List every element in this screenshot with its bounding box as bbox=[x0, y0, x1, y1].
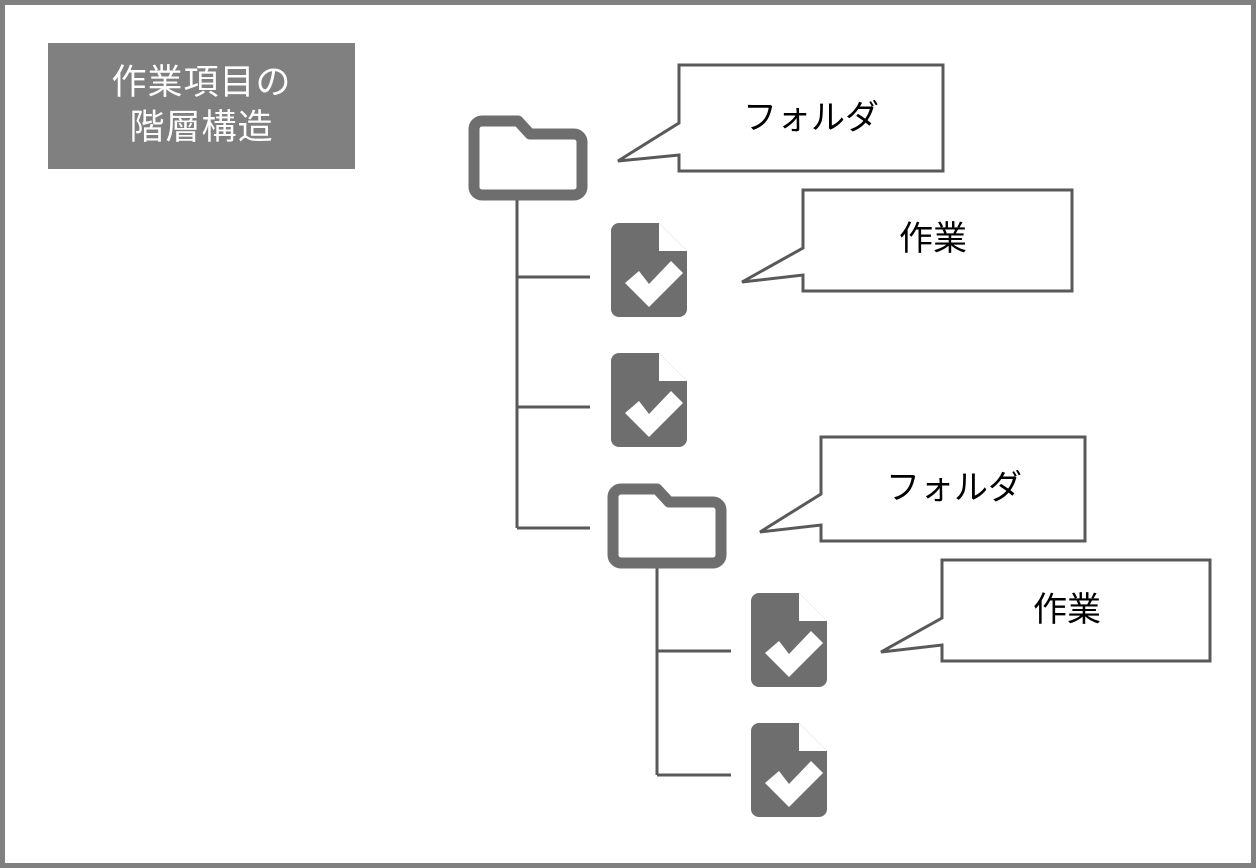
connector-group-level-2 bbox=[655, 564, 731, 777]
title-line-1: 作業項目の bbox=[111, 63, 292, 103]
folder-icon[interactable] bbox=[468, 115, 588, 201]
task-icon[interactable] bbox=[751, 723, 827, 817]
title-line-2: 階層構造 bbox=[129, 108, 274, 148]
page-title: 作業項目の 階層構造 bbox=[48, 43, 355, 169]
callout-label-folder-sub: フォルダ bbox=[886, 468, 1022, 508]
callout-label-task-top: 作業 bbox=[899, 219, 967, 259]
task-icon[interactable] bbox=[751, 593, 827, 687]
folder-icon[interactable] bbox=[607, 483, 727, 569]
callout-task-top[interactable] bbox=[741, 188, 1074, 293]
callout-label-task-sub: 作業 bbox=[1033, 590, 1101, 630]
callout-label-folder-root: フォルダ bbox=[743, 98, 879, 138]
callout-task-sub[interactable] bbox=[880, 558, 1212, 663]
task-icon[interactable] bbox=[611, 353, 687, 447]
task-icon[interactable] bbox=[611, 223, 687, 317]
hierarchy-diagram bbox=[468, 63, 1212, 817]
callout-folder-root[interactable] bbox=[617, 63, 945, 173]
connector-group-level-1 bbox=[515, 192, 590, 530]
callout-folder-sub[interactable] bbox=[759, 435, 1087, 543]
